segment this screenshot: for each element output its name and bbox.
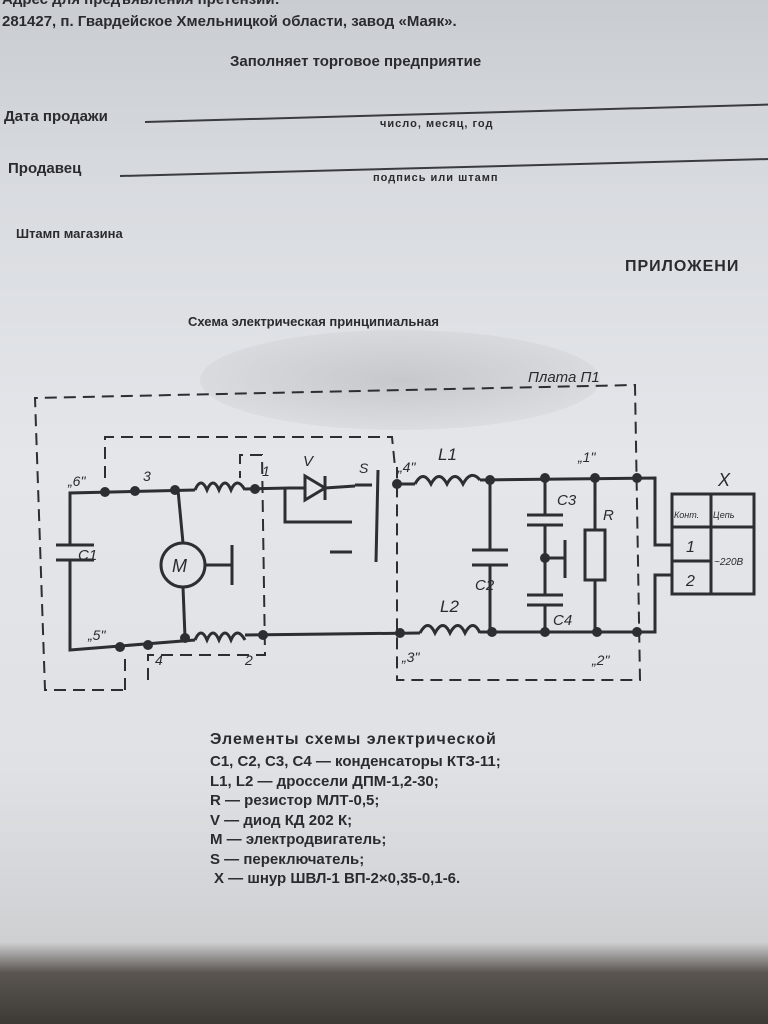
label-c4: C4	[553, 612, 572, 629]
shop-stamp-label: Штамп магазина	[16, 226, 123, 241]
connector-row-2: 2	[685, 573, 695, 590]
connector-x-table	[670, 492, 756, 596]
node-q3: „3"	[401, 649, 420, 665]
coil-top	[193, 481, 247, 494]
element-item: R — резистор МЛТ-0,5;	[210, 792, 380, 809]
resistor-r	[583, 528, 607, 582]
label-x: X	[717, 470, 731, 490]
sale-date-label: Дата продажи	[4, 108, 108, 125]
node-6: „6"	[67, 473, 86, 489]
node-4: 4	[155, 652, 163, 668]
node-5: „5"	[87, 627, 106, 643]
label-m: M	[172, 556, 187, 576]
label-l2: L2	[440, 597, 459, 616]
inductor-l1	[413, 473, 482, 488]
node-q4: „4"	[397, 459, 416, 475]
node-q1: „1"	[577, 449, 596, 465]
fill-note: Заполняет торговое предприятие	[230, 53, 482, 70]
label-s: S	[359, 460, 369, 476]
elements-title: Элементы схемы электрической	[210, 731, 497, 748]
wires	[56, 469, 672, 652]
motor-m	[159, 541, 207, 589]
circuit-schematic: Плата П1 C1 C2 C3 C4 L1 L2 R V S M X „6"…	[33, 369, 756, 691]
sale-date-hint: число, месяц, год	[380, 118, 494, 130]
address-line-1: Адрес для предъявления претензий:	[2, 0, 280, 8]
node-2: 2	[244, 652, 253, 668]
label-c2: C2	[475, 577, 495, 594]
seller-label: Продавец	[8, 160, 82, 177]
schematic-title: Схема электрическая принципиальная	[188, 314, 439, 329]
connector-col-circuit: Цепь	[713, 510, 735, 520]
board-outline	[33, 383, 642, 691]
node-1: 1	[262, 463, 270, 479]
elements-list: C1, C2, C3, C4 — конденсаторы КТЗ-11; L1…	[210, 752, 501, 889]
seller-hint: подпись или штамп	[373, 172, 499, 184]
appendix-title: ПРИЛОЖЕНИ	[625, 258, 740, 275]
element-item: L1, L2 — дроссели ДПМ-1,2-30;	[210, 772, 439, 790]
inductor-l2	[418, 624, 482, 637]
label-c3: C3	[557, 492, 577, 509]
connector-row-1: 1	[686, 539, 695, 556]
element-item: V — диод КД 202 К;	[210, 811, 353, 829]
paper-shadow	[200, 330, 600, 430]
label-r: R	[603, 507, 614, 524]
element-item: M — электродвигатель;	[210, 831, 387, 848]
node-3: 3	[143, 468, 151, 484]
junction-dots	[100, 473, 642, 652]
element-item: C1, C2, C3, C4 — конденсаторы КТЗ-11;	[210, 753, 501, 770]
label-l1: L1	[438, 445, 457, 464]
connector-circuit-value: ~220В	[714, 557, 744, 568]
element-item: X — шнур ШВЛ-1 ВП-2×0,35-0,1-6.	[214, 870, 461, 887]
label-c1: C1	[78, 547, 97, 564]
node-q2: „2"	[591, 652, 610, 668]
coil-bottom	[193, 631, 247, 644]
address-line-2: 281427, п. Гвардейское Хмельницкой облас…	[2, 13, 457, 30]
diode-v	[303, 473, 328, 503]
label-v: V	[303, 453, 315, 470]
element-item: S — переключатель;	[210, 850, 365, 868]
board-label: Плата П1	[528, 369, 600, 386]
connector-col-contact: Конт.	[674, 510, 699, 520]
